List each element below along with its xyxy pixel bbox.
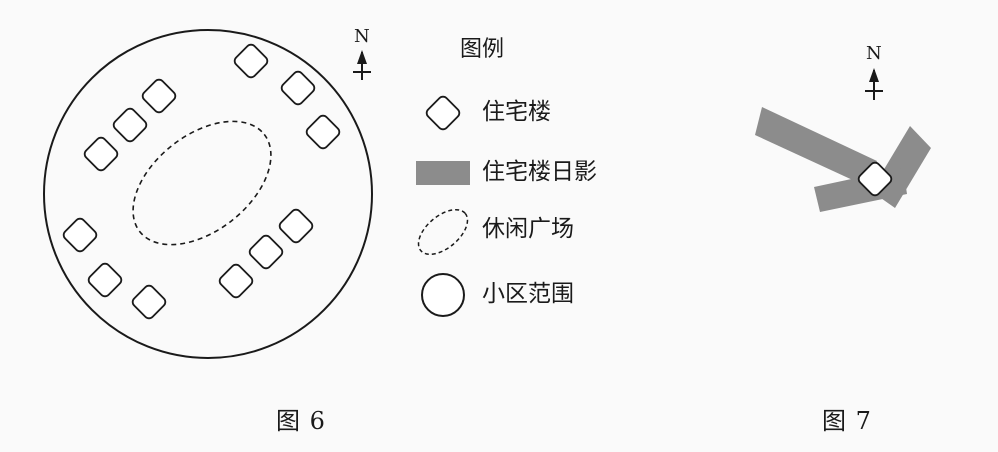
legend-title: 图例 (460, 37, 505, 62)
legend-label: 住宅楼日影 (482, 159, 597, 185)
legend-symbols (416, 95, 470, 317)
community-boundary (43, 29, 373, 359)
figure-7-building (857, 161, 893, 197)
residential-building (233, 43, 269, 79)
legend-shadow-swatch (416, 161, 470, 185)
legend-label: 小区范围 (482, 281, 574, 307)
figure-7-shadow (755, 107, 931, 212)
leisure-plaza (132, 120, 272, 246)
residential-building (83, 136, 119, 172)
residential-building (280, 70, 316, 106)
north-label: N (866, 43, 882, 64)
figure-caption: 图 7 (822, 407, 872, 435)
residential-building (278, 208, 314, 244)
legend-label: 住宅楼 (482, 99, 551, 125)
residential-building (62, 217, 98, 253)
residential-building (141, 78, 177, 114)
residential-building (305, 114, 341, 150)
legend-label: 休闲广场 (482, 216, 574, 242)
figure-caption: 图 6 (276, 407, 326, 435)
residential-buildings (62, 43, 341, 320)
legend-dashed-ellipse-icon (417, 208, 469, 256)
legend-circle-icon (421, 273, 465, 317)
north-label: N (354, 26, 370, 47)
north-arrow-icon (353, 50, 371, 80)
residential-building (218, 263, 254, 299)
legend-diamond-icon (425, 95, 461, 131)
north-arrow-icon (865, 68, 883, 100)
residential-building (248, 234, 284, 270)
residential-building (112, 107, 148, 143)
residential-building (131, 284, 167, 320)
residential-building (87, 262, 123, 298)
